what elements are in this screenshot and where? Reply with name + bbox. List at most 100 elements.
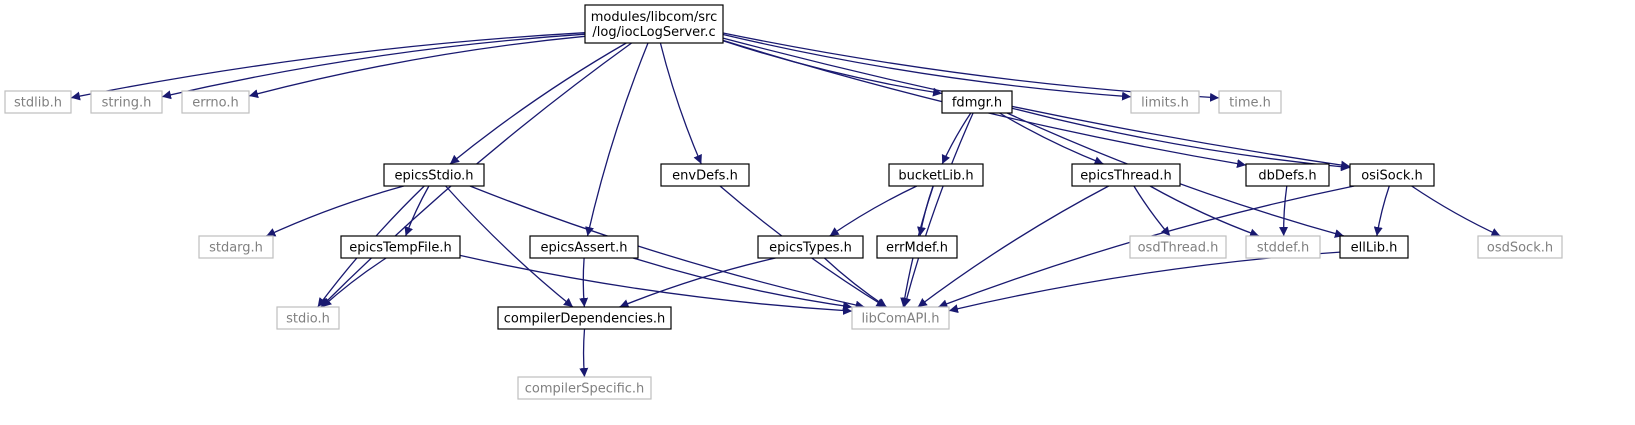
node-box-envDefs — [660, 163, 750, 187]
node-box-epicsTempFile — [340, 235, 461, 259]
node-compilerDependencies[interactable]: compilerDependencies.h — [497, 306, 672, 330]
node-time: time.h — [1218, 90, 1282, 114]
node-label-dbDefs: dbDefs.h — [1258, 169, 1316, 184]
node-label-epicsAssert: epicsAssert.h — [540, 241, 627, 256]
node-box-stddef — [1245, 235, 1321, 259]
node-label-errMdef: errMdef.h — [886, 241, 948, 256]
nodes-layer: modules/libcom/src/log/iocLogServer.c std… — [4, 4, 1563, 400]
node-epicsTempFile[interactable]: epicsTempFile.h — [340, 235, 461, 259]
node-label-root: /log/iocLogServer.c — [592, 25, 715, 40]
node-label-bucketLib: bucketLib.h — [898, 169, 973, 184]
node-box-osdSock — [1477, 235, 1563, 259]
edge-fdmgr-to-libComAPI — [902, 112, 974, 308]
edge-osiSock-to-osdSock — [1411, 185, 1501, 237]
node-label-epicsTempFile: epicsTempFile.h — [349, 241, 452, 256]
edges-layer — [70, 32, 1501, 378]
node-box-time — [1218, 90, 1282, 114]
node-box-stdarg — [198, 235, 274, 259]
node-epicsAssert[interactable]: epicsAssert.h — [529, 235, 639, 259]
node-fdmgr[interactable]: fdmgr.h — [941, 90, 1013, 114]
node-box-stdio — [276, 306, 340, 330]
node-box-bucketLib — [888, 163, 984, 187]
edge-root-to-time — [722, 32, 1220, 102]
edge-dbDefs-to-stddef — [1279, 185, 1289, 237]
node-osiSock[interactable]: osiSock.h — [1349, 163, 1435, 187]
node-label-stdlib: stdlib.h — [14, 96, 62, 111]
node-label-osdThread: osdThread.h — [1138, 241, 1219, 256]
node-label-compilerDependencies: compilerDependencies.h — [504, 312, 665, 327]
node-box-compilerSpecific — [517, 376, 652, 400]
node-errno: errno.h — [181, 90, 250, 114]
node-epicsThread[interactable]: epicsThread.h — [1071, 163, 1181, 187]
node-epicsStdio[interactable]: epicsStdio.h — [383, 163, 485, 187]
node-errMdef[interactable]: errMdef.h — [876, 235, 958, 259]
edge-epicsAssert-to-compilerDependencies — [579, 257, 589, 308]
node-stdlib: stdlib.h — [4, 90, 72, 114]
node-string: string.h — [90, 90, 163, 114]
node-bucketLib[interactable]: bucketLib.h — [888, 163, 984, 187]
node-box-epicsAssert — [529, 235, 639, 259]
node-label-stddef: stddef.h — [1257, 241, 1309, 256]
node-box-fdmgr — [941, 90, 1013, 114]
node-label-compilerSpecific: compilerSpecific.h — [525, 382, 645, 397]
node-label-root: modules/libcom/src — [591, 10, 717, 25]
node-dbDefs[interactable]: dbDefs.h — [1245, 163, 1330, 187]
node-compilerSpecific: compilerSpecific.h — [517, 376, 652, 400]
node-box-epicsThread — [1071, 163, 1181, 187]
edge-fdmgr-to-bucketLib — [941, 112, 972, 165]
edge-root-to-osiSock — [722, 37, 1351, 170]
edge-fdmgr-to-epicsThread — [999, 112, 1104, 165]
edge-epicsStdio-to-stdarg — [266, 185, 404, 237]
edge-epicsThread-to-libComAPI — [917, 185, 1110, 308]
node-box-epicsTypes — [757, 235, 864, 259]
edge-root-to-envDefs — [659, 42, 702, 165]
node-libComAPI: libComAPI.h — [851, 306, 950, 330]
edge-root-to-stdlib — [70, 32, 586, 101]
node-label-epicsStdio: epicsStdio.h — [394, 169, 473, 184]
node-ellLib[interactable]: ellLib.h — [1339, 235, 1409, 259]
node-box-string — [90, 90, 163, 114]
node-box-ellLib — [1339, 235, 1409, 259]
node-box-root — [584, 4, 724, 44]
node-box-limits — [1130, 90, 1200, 114]
edge-root-to-fdmgr — [722, 40, 943, 97]
edge-epicsTypes-to-compilerDependencies — [619, 257, 776, 308]
node-envDefs[interactable]: envDefs.h — [660, 163, 750, 187]
node-limits: limits.h — [1130, 90, 1200, 114]
edge-bucketLib-to-epicsTypes — [829, 185, 918, 237]
node-label-time: time.h — [1229, 96, 1271, 111]
node-box-osdThread — [1129, 235, 1227, 259]
node-label-libComAPI: libComAPI.h — [861, 312, 939, 327]
edge-epicsStdio-to-epicsTempFile — [404, 185, 430, 237]
node-box-dbDefs — [1245, 163, 1330, 187]
node-label-osiSock: osiSock.h — [1361, 169, 1423, 184]
edge-epicsAssert-to-libComAPI — [632, 257, 853, 311]
edge-epicsTempFile-to-libComAPI — [459, 254, 853, 316]
node-epicsTypes[interactable]: epicsTypes.h — [757, 235, 864, 259]
node-osdThread: osdThread.h — [1129, 235, 1227, 259]
edge-fdmgr-to-osiSock — [1011, 107, 1351, 172]
node-box-osiSock — [1349, 163, 1435, 187]
node-box-stdlib — [4, 90, 72, 114]
node-box-compilerDependencies — [497, 306, 672, 330]
node-label-fdmgr: fdmgr.h — [952, 96, 1002, 111]
edge-osiSock-to-ellLib — [1373, 185, 1390, 237]
node-osdSock: osdSock.h — [1477, 235, 1563, 259]
node-label-stdio: stdio.h — [286, 312, 330, 327]
node-box-epicsStdio — [383, 163, 485, 187]
node-root[interactable]: modules/libcom/src/log/iocLogServer.c — [584, 4, 724, 44]
node-label-ellLib: ellLib.h — [1351, 241, 1398, 256]
node-box-errno — [181, 90, 250, 114]
edge-root-to-epicsAssert — [585, 42, 649, 237]
node-label-envDefs: envDefs.h — [672, 169, 738, 184]
node-label-osdSock: osdSock.h — [1487, 241, 1553, 256]
edge-epicsTempFile-to-stdio — [321, 257, 387, 308]
edge-root-to-limits — [722, 33, 1132, 101]
node-box-errMdef — [876, 235, 958, 259]
node-label-errno: errno.h — [192, 96, 239, 111]
node-label-epicsThread: epicsThread.h — [1080, 169, 1172, 184]
node-stddef: stddef.h — [1245, 235, 1321, 259]
node-label-limits: limits.h — [1141, 96, 1189, 111]
node-label-stdarg: stdarg.h — [209, 241, 263, 256]
